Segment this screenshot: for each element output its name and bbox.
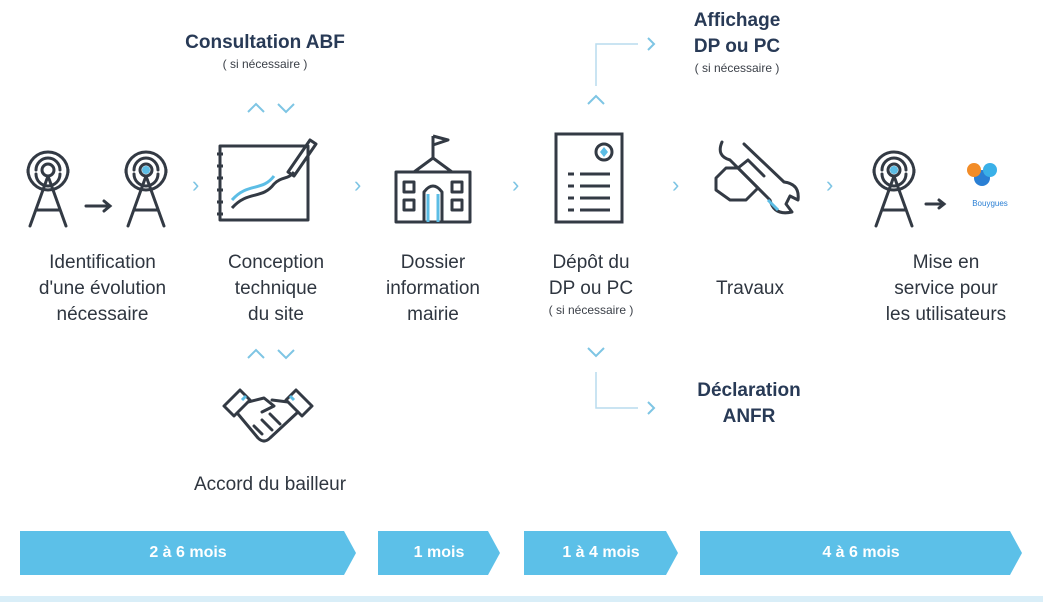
town-hall-icon xyxy=(394,134,472,224)
drawing-board-icon xyxy=(217,138,318,222)
step-dossier-label: Dossier information mairie xyxy=(386,252,480,325)
wrench-hand-icon xyxy=(714,140,800,215)
chevron-right-icon: › xyxy=(826,172,834,197)
branch-connector-down xyxy=(587,347,656,415)
chevron-right-icon: › xyxy=(192,172,200,197)
branch-connector-up xyxy=(587,37,656,105)
duration-label: 4 à 6 mois xyxy=(822,544,900,561)
duration-bar: 4 à 6 mois xyxy=(700,531,1022,575)
step-identification-label: Identification d'une évolution nécessair… xyxy=(38,252,167,325)
up-down-chevrons-icon xyxy=(247,102,295,114)
handshake-icon xyxy=(222,388,314,443)
step-conception-label: Conception technique du site xyxy=(227,252,325,325)
step-depot-label: Dépôt du DP ou PC ( si nécessaire ) xyxy=(548,252,634,317)
chevron-right-icon: › xyxy=(512,172,520,197)
chevron-right-icon: › xyxy=(672,172,680,197)
operator-logo-text: Bouygues xyxy=(972,199,1008,208)
accord-bailleur-label: Accord du bailleur xyxy=(193,474,347,495)
antenna-to-antenna-icon xyxy=(26,150,168,228)
duration-bar: 2 à 6 mois xyxy=(20,531,356,575)
divider xyxy=(0,596,1043,602)
duration-label: 2 à 6 mois xyxy=(149,544,227,561)
antenna-to-operator-icon xyxy=(872,150,997,228)
step-travaux-label: Travaux xyxy=(716,278,784,299)
document-icon xyxy=(554,132,624,224)
up-down-chevrons-icon xyxy=(247,348,295,360)
operator-logo xyxy=(967,163,997,186)
duration-label: 1 mois xyxy=(413,544,465,561)
affichage-label: Affichage DP ou PC ( si nécessaire ) xyxy=(693,10,781,75)
chevron-right-icon: › xyxy=(354,172,362,197)
step-mise-en-service-label: Mise en service pour les utilisateurs xyxy=(885,252,1007,325)
declaration-anfr-label: Déclaration ANFR xyxy=(697,380,801,427)
duration-label: 1 à 4 mois xyxy=(562,544,640,561)
duration-bar: 1 mois xyxy=(378,531,500,575)
consultation-abf-label: Consultation ABF ( si nécessaire ) xyxy=(185,32,345,71)
duration-bar: 1 à 4 mois xyxy=(524,531,678,575)
